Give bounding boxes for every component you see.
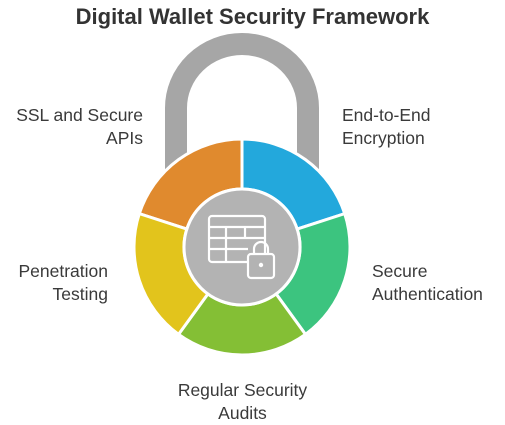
padlock-segments (132, 137, 352, 357)
diagram-title: Digital Wallet Security Framework (75, 4, 430, 29)
center-hub (182, 187, 302, 307)
padlock-shackle (165, 33, 319, 200)
table-lock-icon (207, 214, 276, 280)
